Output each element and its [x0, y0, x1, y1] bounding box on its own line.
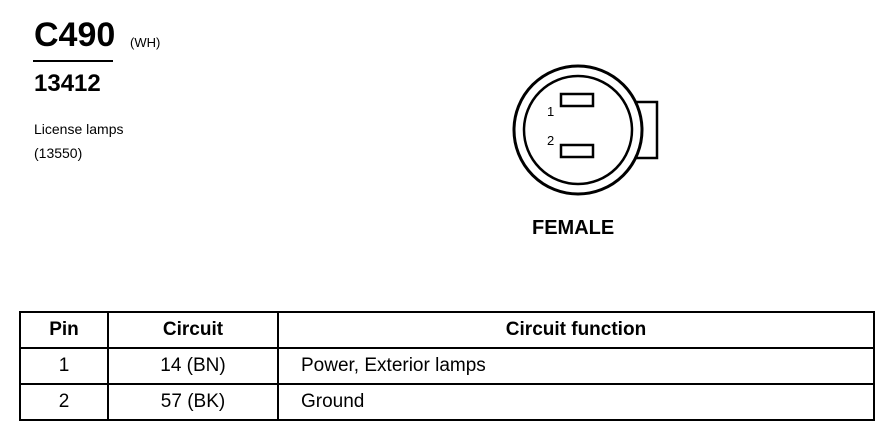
pin-cell: 2: [19, 383, 109, 421]
pin-2-label: 2: [547, 133, 554, 148]
column-header-pin: Pin: [19, 311, 109, 349]
table-row: 1 14 (BN) Power, Exterior lamps: [19, 347, 875, 385]
connector-face-diagram: 1 2: [512, 64, 659, 196]
connector-gender-label: FEMALE: [532, 217, 615, 239]
table-row: 2 57 (BK) Ground: [19, 383, 875, 421]
circuit-function-cell: Ground: [277, 383, 875, 421]
connector-color: (WH): [130, 35, 161, 50]
circuit-cell: 57 (BK): [107, 383, 279, 421]
component-number: (13550): [34, 145, 83, 161]
connector-id: C490: [34, 16, 116, 54]
pin-1-cavity: [559, 92, 595, 108]
circuit-function-cell: Power, Exterior lamps: [277, 347, 875, 385]
column-header-circuit: Circuit: [107, 311, 279, 349]
pin-1-label: 1: [547, 104, 554, 119]
pin-cell: 1: [19, 347, 109, 385]
column-header-circuit-function: Circuit function: [277, 311, 875, 349]
title-underline: [33, 60, 113, 62]
connector-inner-face: [522, 74, 634, 186]
connector-description: License lamps: [34, 121, 124, 137]
pin-2-cavity: [559, 143, 595, 159]
pin-table: Pin Circuit Circuit function 1 14 (BN) P…: [19, 311, 875, 421]
table-header-row: Pin Circuit Circuit function: [19, 311, 875, 349]
part-number: 13412: [34, 70, 101, 97]
circuit-cell: 14 (BN): [107, 347, 279, 385]
